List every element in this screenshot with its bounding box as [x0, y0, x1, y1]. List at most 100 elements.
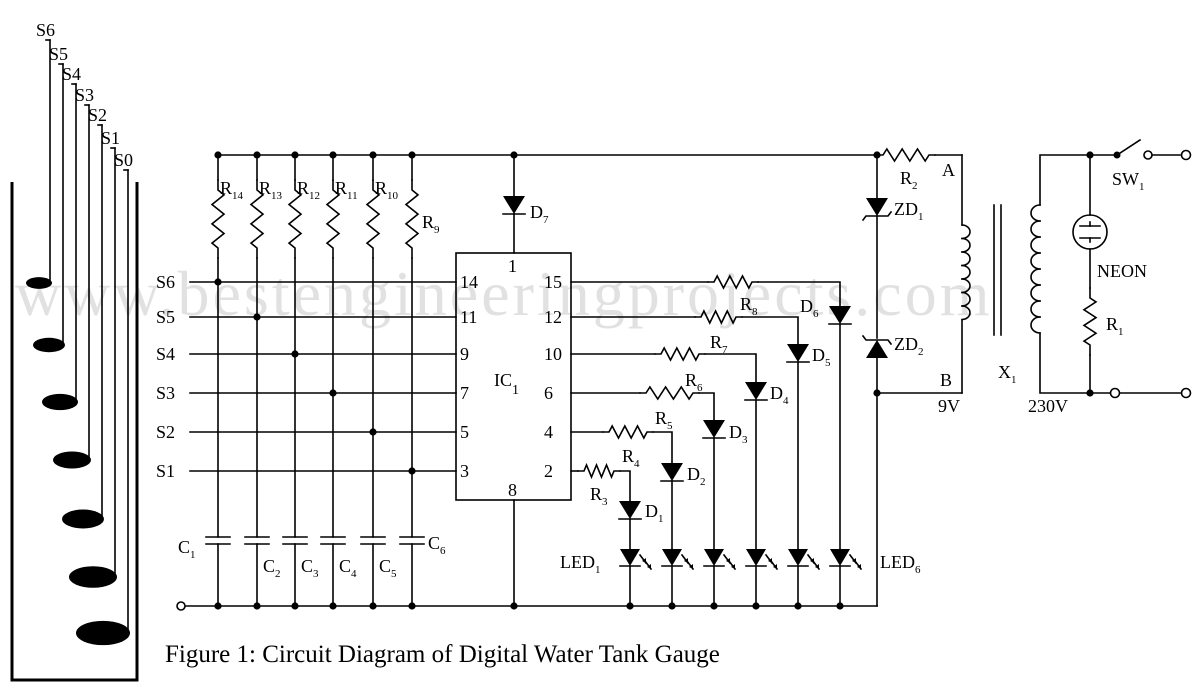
- led-label: LED6: [880, 552, 921, 576]
- capacitor-label: C2: [263, 556, 281, 580]
- diode-label: D7: [530, 202, 549, 226]
- capacitor-label: C1: [178, 537, 196, 561]
- ic-pin-label: 15: [544, 272, 562, 292]
- series-resistor-label-prefix: R: [710, 332, 722, 352]
- probe-electrode: [42, 393, 78, 411]
- pullup-label-subscript: 14: [232, 190, 244, 202]
- series-resistor-label: R8: [740, 294, 758, 318]
- capacitor: [244, 536, 270, 545]
- input-s2: S2: [156, 422, 457, 442]
- diode-d7: D7: [502, 151, 549, 254]
- series-resistor-label-subscript: 8: [752, 306, 758, 318]
- led-label-subscript: 1: [595, 564, 601, 576]
- transformer-label-prefix: X: [998, 362, 1011, 382]
- ic-name: IC1: [494, 370, 519, 398]
- led-label-prefix: LED: [880, 552, 915, 572]
- resistor: [249, 179, 265, 259]
- pullup-label-subscript: 13: [271, 190, 283, 202]
- pullup-label-subscript: 11: [347, 190, 358, 202]
- diode: [744, 382, 768, 401]
- diode-label-subscript: 6: [813, 308, 819, 320]
- zd1-label-prefix: ZD: [894, 199, 918, 219]
- primary-voltage-label: 230V: [1028, 396, 1068, 416]
- pullup-label-prefix: R: [220, 178, 232, 198]
- probe-electrode: [26, 277, 52, 289]
- pullup-label-prefix: R: [422, 212, 434, 232]
- resistor: [577, 462, 621, 480]
- capacitor-label: C6: [428, 533, 446, 557]
- diode: [502, 196, 526, 215]
- zd1-label-subscript: 1: [918, 211, 924, 223]
- series-resistor-label-prefix: R: [655, 408, 667, 428]
- diode-label-prefix: D: [530, 202, 543, 222]
- diode-label-prefix: D: [687, 464, 700, 484]
- probe-electrode: [33, 337, 65, 353]
- transformer-label-subscript: 1: [1011, 374, 1017, 386]
- switch-label-subscript: 1: [1139, 181, 1145, 193]
- diode-label-subscript: 7: [543, 214, 549, 226]
- series-resistor-label: R7: [710, 332, 728, 356]
- pullup-label-subscript: 10: [387, 190, 399, 202]
- pullup-label-prefix: R: [259, 178, 271, 198]
- resistor: [1082, 287, 1098, 356]
- input-label: S6: [156, 272, 175, 292]
- pullup-label: R9: [422, 212, 440, 236]
- probe-label: S0: [114, 150, 133, 170]
- neon-label: NEON: [1097, 261, 1147, 281]
- probe-label: S6: [36, 20, 55, 40]
- capacitor: [205, 536, 231, 545]
- resistor: [210, 179, 226, 259]
- probe-label: S2: [88, 105, 107, 125]
- capacitor-label-subscript: 1: [190, 549, 196, 561]
- diode-label: D5: [812, 345, 831, 369]
- pullup-label-subscript: 9: [434, 224, 440, 236]
- resistor: [365, 179, 381, 259]
- diode-label-prefix: D: [645, 501, 658, 521]
- probe-s6: S6: [26, 20, 55, 289]
- ic-pin-label: 5: [460, 422, 469, 442]
- input-label: S5: [156, 307, 175, 327]
- junction-dot: [510, 602, 518, 610]
- junction-dot: [836, 602, 844, 610]
- pullup-label-subscript: 12: [309, 190, 320, 202]
- probe-s2: S2: [62, 105, 107, 529]
- diode-label-subscript: 4: [783, 395, 789, 407]
- junction-dot: [291, 602, 299, 610]
- ic-name-subscript: 1: [512, 383, 519, 398]
- zener-diode: [861, 334, 893, 358]
- series-resistor-label-prefix: R: [685, 370, 697, 390]
- capacitor-label-subscript: 6: [440, 545, 446, 557]
- probe-label: S4: [62, 64, 81, 84]
- ic-pin-label: 11: [460, 307, 477, 327]
- zd2-label-prefix: ZD: [894, 334, 918, 354]
- diode-label: D6: [800, 296, 819, 320]
- resistor: [404, 179, 420, 259]
- transformer-x1: X1 230V: [961, 154, 1091, 416]
- capacitor-label: C5: [379, 556, 397, 580]
- diode-label-subscript: 5: [825, 357, 831, 369]
- capacitor: [282, 536, 308, 545]
- diode: [702, 420, 726, 439]
- input-s1: S1: [156, 461, 457, 481]
- capacitor-label-prefix: C: [301, 556, 313, 576]
- r1-label-prefix: R: [1106, 314, 1118, 334]
- series-resistor-label-subscript: 6: [697, 382, 703, 394]
- junction-dot: [710, 602, 718, 610]
- input-label: S1: [156, 461, 175, 481]
- r2-label-prefix: R: [900, 168, 912, 188]
- diode-label: D3: [729, 422, 748, 446]
- capacitor-label-subscript: 2: [275, 568, 281, 580]
- ic-pin-label: 2: [544, 461, 553, 481]
- capacitor-label-prefix: C: [263, 556, 275, 576]
- capacitor: [360, 536, 386, 545]
- probe-electrode: [76, 620, 130, 646]
